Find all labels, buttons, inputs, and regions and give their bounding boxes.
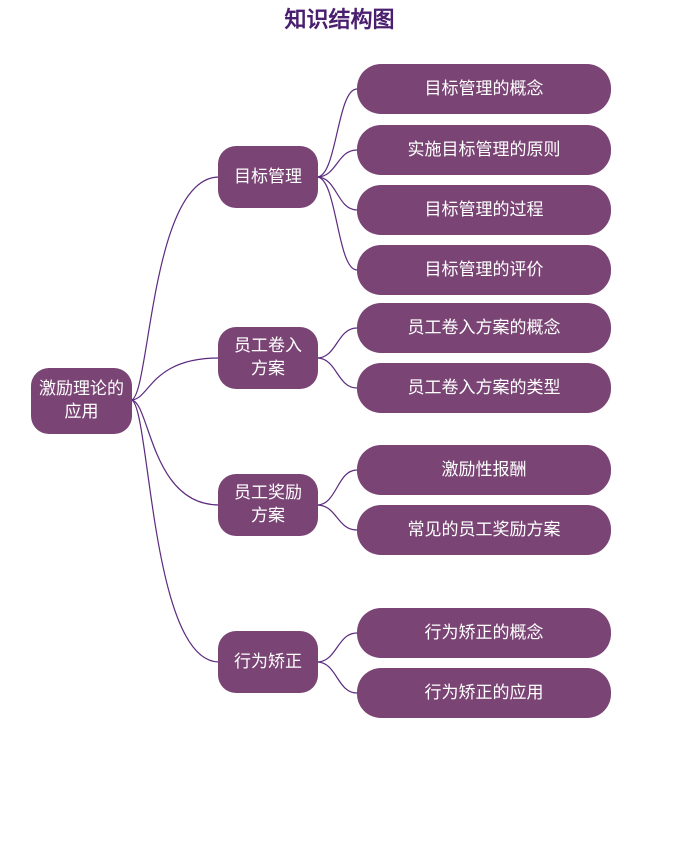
connector-root-branch-1	[130, 176, 220, 401]
connector-root-branch-2	[130, 357, 220, 401]
leaf-node-goal-principles[interactable]: 实施目标管理的原则	[357, 125, 611, 175]
branch-node-label: 目标管理	[234, 166, 302, 187]
connector-branch-3-leaf-2	[316, 504, 358, 531]
leaf-node-label: 实施目标管理的原则	[407, 139, 561, 160]
branch-node-employee-involvement[interactable]: 员工卷入方案	[218, 327, 318, 389]
connector-branch-1-leaf-1	[316, 88, 358, 178]
leaf-node-goal-concept[interactable]: 目标管理的概念	[357, 64, 611, 114]
leaf-node-goal-evaluation[interactable]: 目标管理的评价	[357, 245, 611, 295]
leaf-node-label: 行为矫正的应用	[424, 682, 544, 703]
connector-root-branch-3	[130, 399, 220, 506]
connector-branch-1-leaf-3	[316, 176, 358, 211]
leaf-node-involvement-types[interactable]: 员工卷入方案的类型	[357, 363, 611, 413]
leaf-node-label: 员工卷入方案的概念	[407, 317, 561, 338]
branch-node-label: 行为矫正	[234, 651, 302, 672]
connector-branch-1-leaf-4	[316, 176, 358, 271]
leaf-node-involvement-concept[interactable]: 员工卷入方案的概念	[357, 303, 611, 353]
connector-branch-4-leaf-1	[316, 632, 358, 663]
connector-branch-2-leaf-2	[316, 357, 358, 389]
connector-root-branch-4	[130, 399, 220, 663]
branch-node-behavior-modification[interactable]: 行为矫正	[218, 631, 318, 693]
connector-branch-1-leaf-2	[316, 149, 358, 178]
leaf-node-label: 激励性报酬	[441, 459, 527, 480]
root-node-label: 激励理论的应用	[39, 379, 124, 422]
leaf-node-label: 目标管理的过程	[424, 199, 544, 220]
branch-node-label: 员工卷入方案	[234, 336, 302, 379]
leaf-node-goal-process[interactable]: 目标管理的过程	[357, 185, 611, 235]
leaf-node-label: 常见的员工奖励方案	[407, 519, 561, 540]
leaf-node-label: 行为矫正的概念	[424, 622, 544, 643]
leaf-node-label: 员工卷入方案的类型	[407, 377, 561, 398]
branch-node-employee-rewards[interactable]: 员工奖励方案	[218, 474, 318, 536]
page-title: 知识结构图	[284, 8, 395, 33]
leaf-node-incentive-pay[interactable]: 激励性报酬	[357, 445, 611, 495]
branch-node-goal-management[interactable]: 目标管理	[218, 146, 318, 208]
leaf-node-label: 目标管理的概念	[424, 78, 544, 99]
connector-branch-4-leaf-2	[316, 661, 358, 694]
connector-branch-3-leaf-1	[316, 469, 358, 506]
root-node[interactable]: 激励理论的应用	[31, 368, 132, 434]
leaf-node-label: 目标管理的评价	[424, 259, 544, 280]
leaf-node-reward-programs[interactable]: 常见的员工奖励方案	[357, 505, 611, 555]
leaf-node-modification-concept[interactable]: 行为矫正的概念	[357, 608, 611, 658]
connector-branch-2-leaf-1	[316, 327, 358, 359]
branch-node-label: 员工奖励方案	[234, 483, 302, 526]
leaf-node-modification-application[interactable]: 行为矫正的应用	[357, 668, 611, 718]
